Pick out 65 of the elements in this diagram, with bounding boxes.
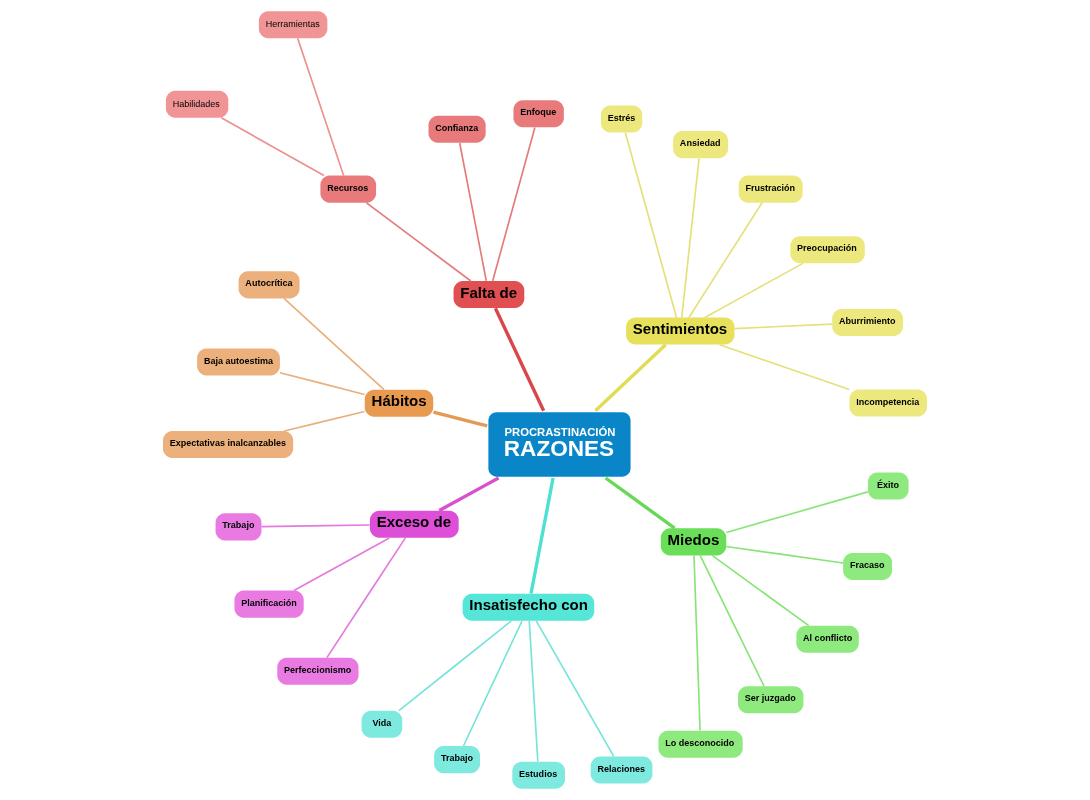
node-box: Trabajo	[215, 513, 262, 541]
node-box: Al conflicto	[796, 625, 859, 653]
node-box: Frustración	[738, 175, 803, 203]
connector	[528, 620, 539, 763]
node-box: Planificación	[234, 590, 304, 618]
node-box: Estrés	[600, 105, 643, 133]
connector	[704, 262, 804, 319]
node-box: Ser juzgado	[738, 686, 804, 714]
node-box: Herramientas	[258, 11, 328, 39]
connector	[283, 410, 366, 432]
connector	[688, 201, 763, 319]
connector	[462, 620, 523, 747]
node-box: Éxito	[867, 472, 909, 500]
connector	[433, 410, 488, 428]
node-box: Recursos	[320, 175, 377, 203]
connector	[279, 371, 366, 396]
node-box: Vida	[361, 710, 403, 738]
connector	[293, 537, 391, 592]
connector	[594, 343, 667, 412]
connector	[733, 323, 833, 330]
node-box: Baja autoestima	[197, 348, 280, 376]
node-box: Estudios	[512, 761, 565, 789]
connector	[283, 297, 385, 391]
connector	[725, 491, 869, 534]
connector	[365, 202, 472, 282]
connector	[535, 620, 615, 758]
node-box: Confianza	[428, 115, 486, 143]
connector	[725, 545, 844, 564]
connector	[458, 142, 488, 282]
node-box: Falta de	[453, 281, 525, 309]
connector	[398, 620, 513, 712]
node-box: Expectativas inalcanzables	[163, 430, 294, 458]
node-box: Autocrítica	[238, 271, 300, 299]
node-box: Perfeccionismo	[277, 657, 359, 685]
connector	[624, 131, 678, 319]
connector	[711, 554, 810, 627]
node-box: Trabajo	[434, 746, 480, 774]
node-box: PROCRASTINACIÓN RAZONES	[486, 409, 633, 480]
connector	[438, 476, 500, 513]
connector	[529, 477, 555, 594]
node-box: Insatisfecho con	[462, 593, 595, 621]
connector	[699, 554, 765, 688]
connector	[604, 476, 676, 530]
connector	[326, 537, 407, 659]
connector	[718, 343, 851, 391]
node-box: Exceso de	[369, 510, 459, 538]
node-box: Miedos	[660, 528, 727, 556]
node-box: Enfoque	[513, 100, 564, 128]
node-box: Relaciones	[590, 756, 653, 784]
node-box: Fracaso	[843, 552, 893, 580]
connector	[493, 307, 546, 412]
connector	[220, 117, 325, 177]
connector	[693, 554, 701, 732]
node-box: Hábitos	[364, 389, 434, 417]
node-box: Incompetencia	[849, 389, 927, 417]
connector	[680, 157, 700, 319]
connector	[491, 126, 536, 282]
node-box: Aburrimiento	[832, 308, 903, 337]
connector	[260, 524, 371, 528]
node-box: Preocupación	[790, 236, 865, 264]
node-box: Sentimientos	[626, 317, 735, 345]
node-box: Habilidades	[165, 90, 229, 118]
node-box: Ansiedad	[673, 131, 729, 159]
connector	[296, 37, 345, 177]
node-box: Lo desconocido	[658, 730, 743, 758]
